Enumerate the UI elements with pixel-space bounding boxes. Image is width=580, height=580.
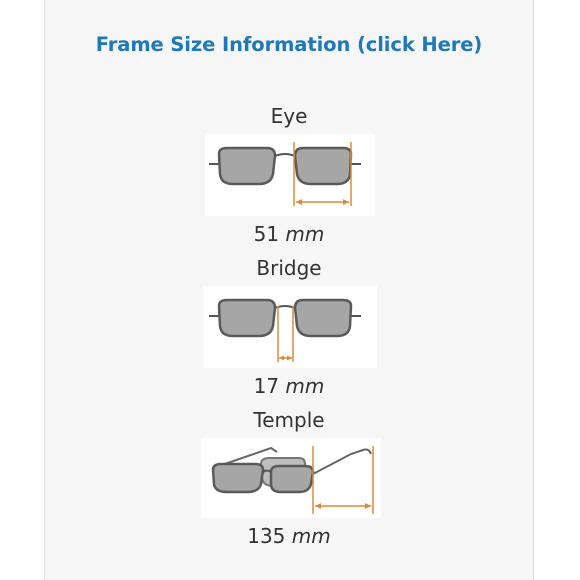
bridge-value-number: 17 xyxy=(253,374,280,398)
bridge-measurement-diagram xyxy=(203,286,377,368)
temple-measurement-diagram xyxy=(201,438,381,518)
eye-value-unit: mm xyxy=(285,222,325,246)
frame-size-panel: Frame Size Information (click Here) Eye xyxy=(44,0,534,580)
eye-label: Eye xyxy=(270,104,308,128)
temple-value-unit: mm xyxy=(291,524,331,548)
eye-value: 51 mm xyxy=(45,222,533,246)
bridge-value-unit: mm xyxy=(285,374,325,398)
temple-value-number: 135 xyxy=(247,524,286,548)
bridge-label: Bridge xyxy=(256,256,322,280)
temple-label: Temple xyxy=(253,408,325,432)
eye-value-number: 51 xyxy=(253,222,280,246)
temple-value: 135 mm xyxy=(45,524,533,548)
temple-diagram-icon xyxy=(211,446,374,514)
eye-diagram-icon xyxy=(209,142,361,206)
frame-size-info-link[interactable]: Frame Size Information (click Here) xyxy=(95,33,483,56)
bridge-value: 17 mm xyxy=(45,374,533,398)
eye-measurement-diagram xyxy=(205,134,375,216)
bridge-diagram-icon xyxy=(209,298,361,362)
